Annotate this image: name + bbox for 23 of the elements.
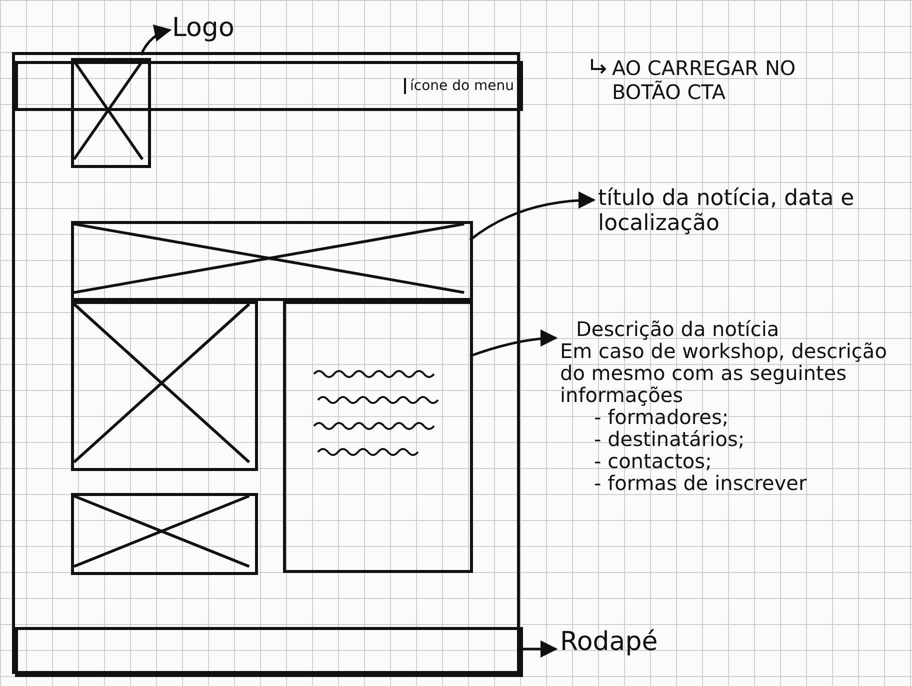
list-item: - contactos; bbox=[593, 450, 713, 472]
note-text: AO CARREGAR NO BOTÃO CTA bbox=[612, 56, 797, 104]
page-frame bbox=[12, 52, 520, 674]
header-bar bbox=[15, 61, 523, 111]
annotation-text: título da notícia, data e localização bbox=[598, 186, 888, 236]
list-item: - destinatários; bbox=[593, 428, 746, 450]
list-item: - formadores; bbox=[594, 406, 730, 428]
image-placeholder bbox=[71, 58, 151, 168]
arrow bbox=[469, 192, 596, 241]
image-placeholder bbox=[71, 301, 258, 471]
annotation-text: Rodapé bbox=[560, 628, 700, 657]
list-item: - formas de inscrever bbox=[593, 472, 808, 494]
arrow bbox=[470, 330, 558, 358]
menu-icon-label: ícone do menu bbox=[404, 78, 514, 94]
arrow bbox=[520, 640, 558, 658]
annotation-text: Em caso de workshop, descrição do mesmo com as seguintes informações bbox=[560, 340, 888, 406]
footer-bar bbox=[15, 627, 523, 677]
annotation-text: Logo bbox=[172, 14, 262, 43]
annotation-heading: Descrição da notícia bbox=[575, 318, 780, 340]
image-placeholder bbox=[71, 493, 258, 575]
text-column bbox=[283, 301, 473, 573]
arrow bbox=[140, 25, 172, 56]
image-placeholder bbox=[71, 221, 473, 301]
